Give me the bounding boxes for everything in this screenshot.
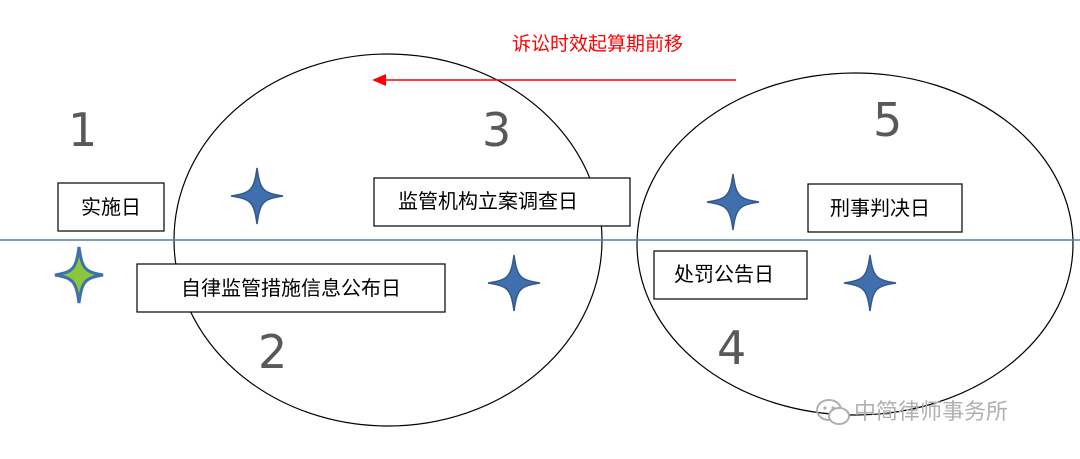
box-regulatory-disclosure-day-label: 自律监管措施信息公布日 — [181, 276, 401, 300]
watermark-text: 中简律师事务所 — [854, 400, 1008, 425]
region-number-2: 2 — [258, 325, 287, 379]
region-number-5: 5 — [873, 93, 902, 147]
star-icon-green — [54, 246, 104, 304]
box-penalty-announcement-day: 处罚公告日 — [653, 250, 808, 300]
box-investigation-day: 监管机构立案调查日 — [373, 177, 631, 227]
region-number-4: 4 — [717, 321, 746, 375]
box-implementation-day: 实施日 — [57, 182, 165, 232]
star-icon-blue-region-2 — [230, 167, 284, 225]
box-regulatory-disclosure-day: 自律监管措施信息公布日 — [136, 263, 446, 313]
box-implementation-day-label: 实施日 — [81, 195, 141, 219]
box-criminal-judgment-day: 刑事判决日 — [807, 183, 963, 233]
box-criminal-judgment-day-label: 刑事判决日 — [830, 196, 930, 220]
star-icon-blue-region-5 — [843, 254, 897, 312]
box-penalty-announcement-day-label: 处罚公告日 — [674, 262, 774, 286]
watermark: 中简律师事务所 — [816, 399, 1008, 425]
circle-right — [636, 72, 1074, 416]
wechat-icon — [816, 399, 850, 425]
star-icon-blue-region-3 — [487, 254, 541, 312]
region-number-3: 3 — [482, 103, 511, 157]
arrow-label: 诉讼时效起算期前移 — [512, 33, 683, 55]
box-investigation-day-label: 监管机构立案调查日 — [398, 189, 578, 213]
star-icon-blue-region-4 — [706, 173, 760, 231]
backward-arrow — [372, 74, 736, 86]
region-number-1: 1 — [68, 103, 97, 157]
